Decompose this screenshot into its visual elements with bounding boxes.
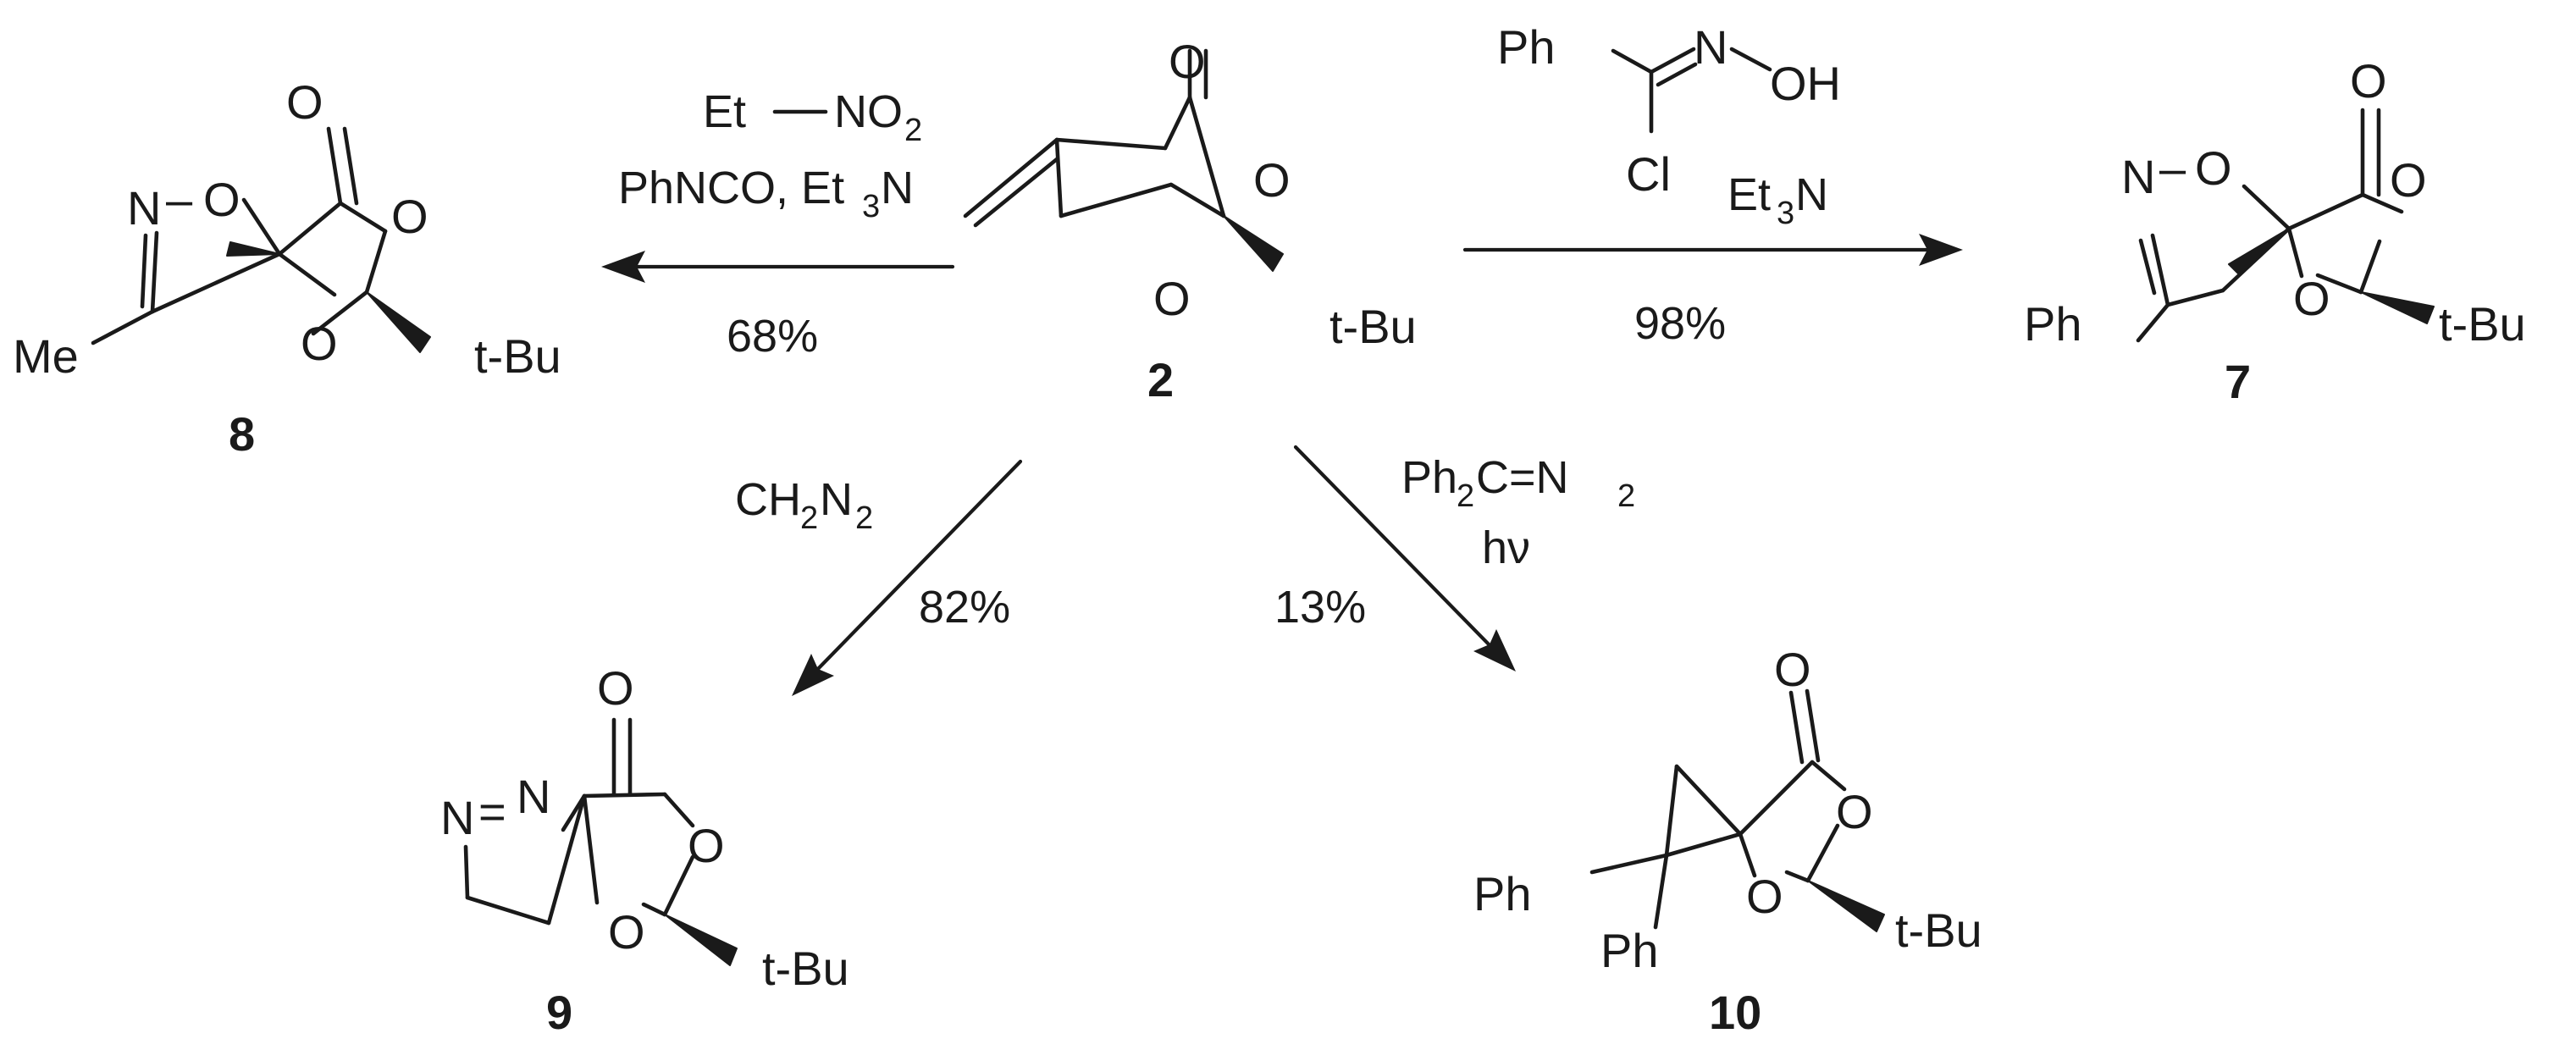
reagent-triethylamine-n: N bbox=[881, 163, 914, 213]
c2-tert-butyl: t-Bu bbox=[1329, 300, 1417, 353]
oxime-nitrogen: N bbox=[1694, 20, 1727, 74]
c9-pyrazoline-nitrogen-2: N bbox=[517, 770, 550, 823]
compound-9-number: 9 bbox=[546, 986, 572, 1039]
reagent-nitroethane-subscript: 2 bbox=[904, 113, 922, 148]
c10-ring-oxygen-bottom: O bbox=[1746, 870, 1783, 923]
reagent-nitroethane-et: Et bbox=[703, 86, 746, 137]
c9-ring-oxygen-top: O bbox=[688, 819, 725, 872]
c8-ring-oxygen-top: O bbox=[391, 190, 428, 243]
reaction-arrow-to-9: CH 2 N 2 82% bbox=[735, 459, 1023, 696]
reaction-arrow-to-7: Ph N OH Cl Et 3 N 98% bbox=[1462, 20, 1963, 349]
c7-phenyl: Ph bbox=[2024, 297, 2082, 351]
oxime-phenyl: Ph bbox=[1497, 20, 1556, 74]
reagent-diphenyldiazomethane-cn: C=N bbox=[1476, 452, 1569, 503]
c10-phenyl-1: Ph bbox=[1473, 867, 1532, 920]
c7-isoxazoline-nitrogen: N bbox=[2121, 150, 2155, 203]
reagent-diazomethane-sub1: 2 bbox=[800, 500, 818, 536]
c7-ring-oxygen-top: O bbox=[2390, 153, 2427, 207]
compound-2-number: 2 bbox=[1147, 353, 1174, 406]
reagent-triethylamine-n-7: N bbox=[1795, 169, 1828, 220]
reagent-diphenyldiazomethane-sub2: 2 bbox=[1617, 478, 1635, 514]
yield-13: 13% bbox=[1274, 582, 1366, 633]
c10-phenyl-2: Ph bbox=[1600, 924, 1659, 977]
reagent-triethylamine-subscript: 3 bbox=[862, 189, 880, 224]
c10-ring-oxygen-top: O bbox=[1836, 785, 1873, 838]
oxime-hydroxyl: OH bbox=[1770, 57, 1841, 110]
c7-carbonyl-oxygen: O bbox=[2350, 54, 2387, 108]
compound-10: O O O Ph Ph t-Bu 10 bbox=[1473, 643, 1982, 1039]
c9-carbonyl-oxygen: O bbox=[597, 661, 634, 715]
c8-methyl: Me bbox=[13, 329, 79, 383]
c7-n-o-bond: – bbox=[2159, 141, 2186, 195]
c10-carbonyl-oxygen: O bbox=[1774, 643, 1811, 696]
compound-10-number: 10 bbox=[1709, 986, 1761, 1039]
compound-8-number: 8 bbox=[229, 407, 255, 461]
yield-82: 82% bbox=[919, 582, 1010, 633]
reagent-diphenyldiazomethane-ph: Ph bbox=[1401, 452, 1457, 503]
compound-7: O N – O O O Ph t-Bu 7 bbox=[2024, 54, 2526, 408]
reagent-diazomethane-ch: CH bbox=[735, 474, 801, 525]
yield-68: 68% bbox=[727, 311, 818, 362]
reagent-nitroethane-no: NO bbox=[834, 86, 903, 137]
c7-ring-oxygen-bottom: O bbox=[2293, 272, 2330, 325]
reagent-light-hv: hν bbox=[1482, 522, 1530, 573]
reaction-arrow-to-8: Et NO 2 PhNCO, Et 3 N 68% bbox=[601, 86, 955, 362]
oxime-chlorine: Cl bbox=[1626, 147, 1671, 201]
compound-7-number: 7 bbox=[2225, 355, 2251, 408]
c2-carbonyl-oxygen: O bbox=[1169, 35, 1206, 88]
c8-tert-butyl: t-Bu bbox=[474, 329, 561, 383]
c8-isoxazoline-nitrogen: N bbox=[127, 181, 161, 235]
c9-tert-butyl: t-Bu bbox=[762, 942, 849, 995]
c9-pyrazoline-nitrogen-1: N bbox=[440, 791, 474, 844]
reagent-diphenyldiazomethane-sub1: 2 bbox=[1457, 478, 1474, 514]
reagent-diazomethane-n: N bbox=[820, 474, 853, 525]
c9-ring-oxygen-bottom: O bbox=[608, 905, 645, 959]
benzohydroximoyl-chloride: Ph N OH Cl bbox=[1497, 20, 1841, 201]
c8-ring-oxygen-bottom: O bbox=[301, 317, 338, 370]
c8-n-o-bond: – bbox=[166, 173, 193, 226]
c2-ring-oxygen-top: O bbox=[1253, 153, 1291, 207]
c10-tert-butyl: t-Bu bbox=[1895, 904, 1982, 957]
compound-8: O N – O O O Me t-Bu 8 bbox=[13, 75, 561, 461]
compound-2: O O O t-Bu 2 bbox=[963, 35, 1417, 406]
reagent-phnco-et: PhNCO, Et bbox=[618, 163, 844, 213]
compound-9: O N = N O O t-Bu 9 bbox=[440, 661, 849, 1039]
c2-ring-oxygen-bottom: O bbox=[1153, 272, 1191, 325]
yield-98: 98% bbox=[1634, 298, 1726, 349]
c7-isoxazoline-oxygen: O bbox=[2195, 141, 2232, 195]
c8-carbonyl-oxygen: O bbox=[286, 75, 323, 129]
reaction-arrow-to-10: Ph 2 C=N 2 hν 13% bbox=[1274, 445, 1635, 671]
reagent-triethylamine-subscript-7: 3 bbox=[1777, 196, 1794, 231]
c7-tert-butyl: t-Bu bbox=[2439, 297, 2526, 351]
reagent-diazomethane-sub2: 2 bbox=[855, 500, 873, 536]
c9-n-n-double-bond: = bbox=[478, 785, 506, 838]
reagent-triethylamine-et: Et bbox=[1727, 169, 1771, 220]
c8-isoxazoline-oxygen: O bbox=[203, 173, 240, 226]
